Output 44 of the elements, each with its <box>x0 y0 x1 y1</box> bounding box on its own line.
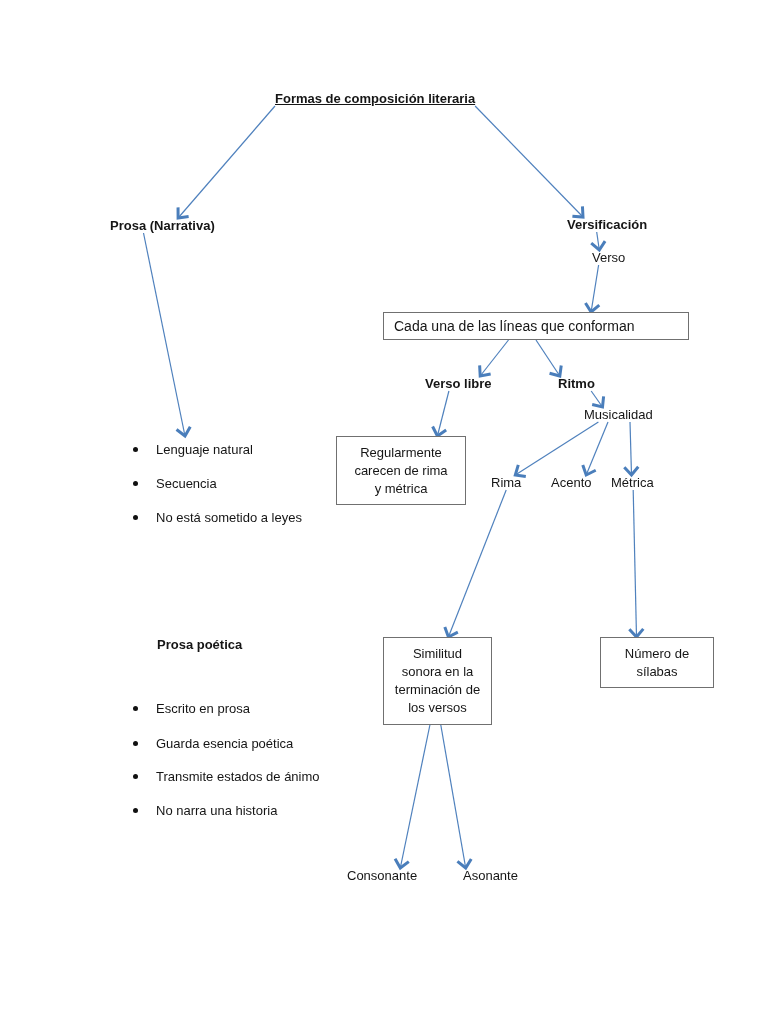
list-item: Secuencia <box>156 476 217 491</box>
concept-label: Verso <box>592 250 626 265</box>
concept-label: Consonante <box>347 868 418 883</box>
concept-label: Asonante <box>463 868 518 883</box>
concept-label: Versificación <box>567 217 648 232</box>
arrow <box>622 421 640 477</box>
arrow <box>443 489 507 639</box>
arrow <box>627 489 645 639</box>
box-text: Cada una de las líneas que conforman <box>394 318 636 334</box>
box-text: Regularmente carecen de rima y métrica <box>353 443 449 498</box>
section-heading: Prosa poética <box>157 637 243 652</box>
concept-label: Musicalidad <box>584 407 653 422</box>
list-item: Lenguaje natural <box>156 442 253 457</box>
list-item: Escrito en prosa <box>156 701 250 716</box>
box-text: Similitud sonora en la terminación de los versos <box>394 645 481 717</box>
concept-box <box>336 436 466 505</box>
box-text: Número de sílabas <box>623 644 691 681</box>
arrow <box>589 231 607 252</box>
list-item: No narra una historia <box>156 803 278 818</box>
arrow <box>393 724 431 870</box>
concept-box <box>383 637 492 725</box>
concept-label: Acento <box>551 475 592 490</box>
concept-label: Métrica <box>611 475 654 490</box>
list-item: Guarda esencia poética <box>156 736 294 751</box>
arrow <box>474 105 585 219</box>
arrow <box>176 105 276 220</box>
arrow <box>583 264 601 314</box>
arrow <box>535 339 563 378</box>
list-item: Transmite estados de ánimo <box>156 769 320 784</box>
list-item: No está sometido a leyes <box>156 510 302 525</box>
concept-label: Verso libre <box>425 376 492 391</box>
arrow <box>513 421 599 479</box>
concept-label: Rima <box>491 475 522 490</box>
concept-label: Ritmo <box>558 376 595 391</box>
concept-box <box>600 637 714 688</box>
concept-box <box>383 312 689 340</box>
arrow <box>431 390 450 438</box>
arrow <box>590 390 606 409</box>
arrow <box>440 724 473 870</box>
arrow <box>478 339 510 378</box>
concept-label: Prosa (Narrativa) <box>110 218 215 233</box>
arrow <box>142 232 192 438</box>
arrow <box>581 421 609 477</box>
main-concept-label: Formas de composición literaria <box>275 91 476 106</box>
